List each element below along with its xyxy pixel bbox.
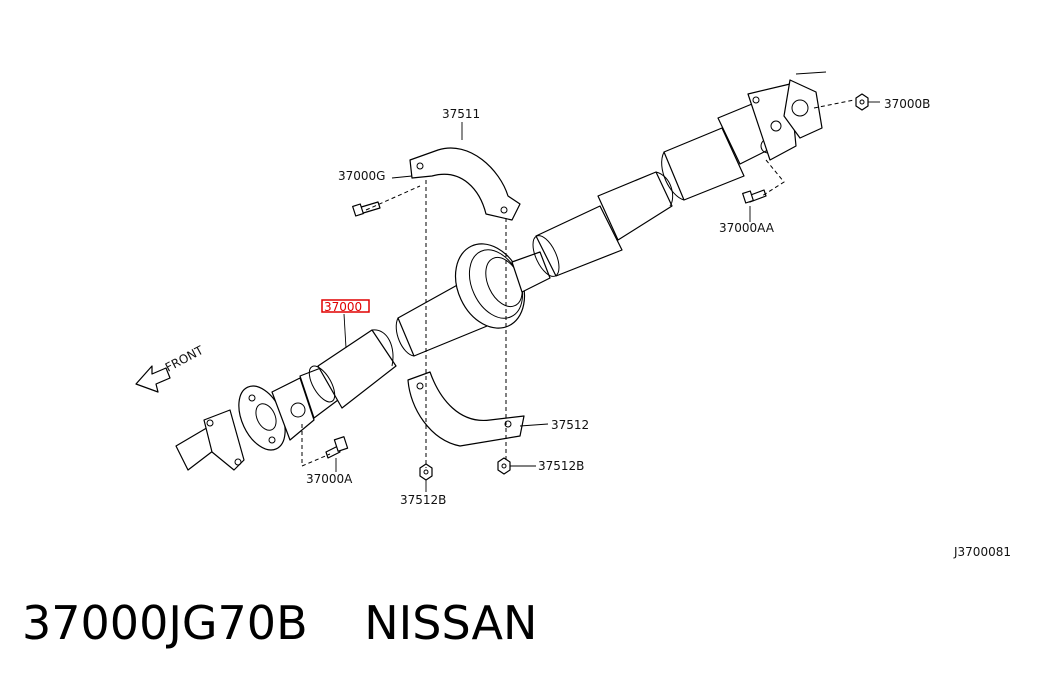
- bolt-37000A: [325, 436, 349, 459]
- brand-name: NISSAN: [364, 596, 538, 650]
- bolt-37000AA: [742, 189, 767, 204]
- center-bearing: [454, 243, 551, 329]
- diagram-code: J3700081: [953, 545, 1011, 559]
- part-number: 37000JG70B: [22, 596, 308, 650]
- rear-flange-plate: [783, 71, 827, 139]
- label-37000AA: 37000AA: [719, 221, 775, 235]
- upper-bracket: [409, 147, 521, 221]
- front-tube: [308, 329, 397, 409]
- rear-tube: [532, 171, 674, 277]
- label-37000B-top: 37000B: [884, 97, 930, 111]
- propeller-shaft-diagram: FRONT 37511 37000G 37000 37000B 37000AA …: [135, 71, 1011, 559]
- label-37000G: 37000G: [338, 169, 385, 183]
- nut-37512B-right: [497, 457, 511, 475]
- front-flange-yoke: [238, 365, 339, 451]
- part-title: 37000JG70B NISSAN: [22, 596, 537, 666]
- assembly-lines: [301, 99, 855, 468]
- label-37512B-right: 37512B: [538, 459, 584, 473]
- front-label: FRONT: [163, 343, 206, 375]
- left-axle-stub: [175, 409, 245, 471]
- rear-end-tube: [661, 83, 797, 201]
- label-37000A: 37000A: [306, 472, 353, 486]
- nut-37000B: [855, 93, 869, 111]
- label-37512B-left: 37512B: [400, 493, 446, 507]
- highlight-box-37000: [321, 299, 370, 313]
- label-37512: 37512: [551, 418, 589, 432]
- leader-lines: [335, 101, 880, 492]
- nut-37512B-left: [419, 463, 433, 481]
- label-37511: 37511: [442, 107, 480, 121]
- front-direction-arrow: FRONT: [135, 343, 206, 393]
- lower-bracket: [407, 371, 525, 447]
- label-37000: 37000: [324, 300, 362, 314]
- bolt-37000G: [352, 201, 381, 217]
